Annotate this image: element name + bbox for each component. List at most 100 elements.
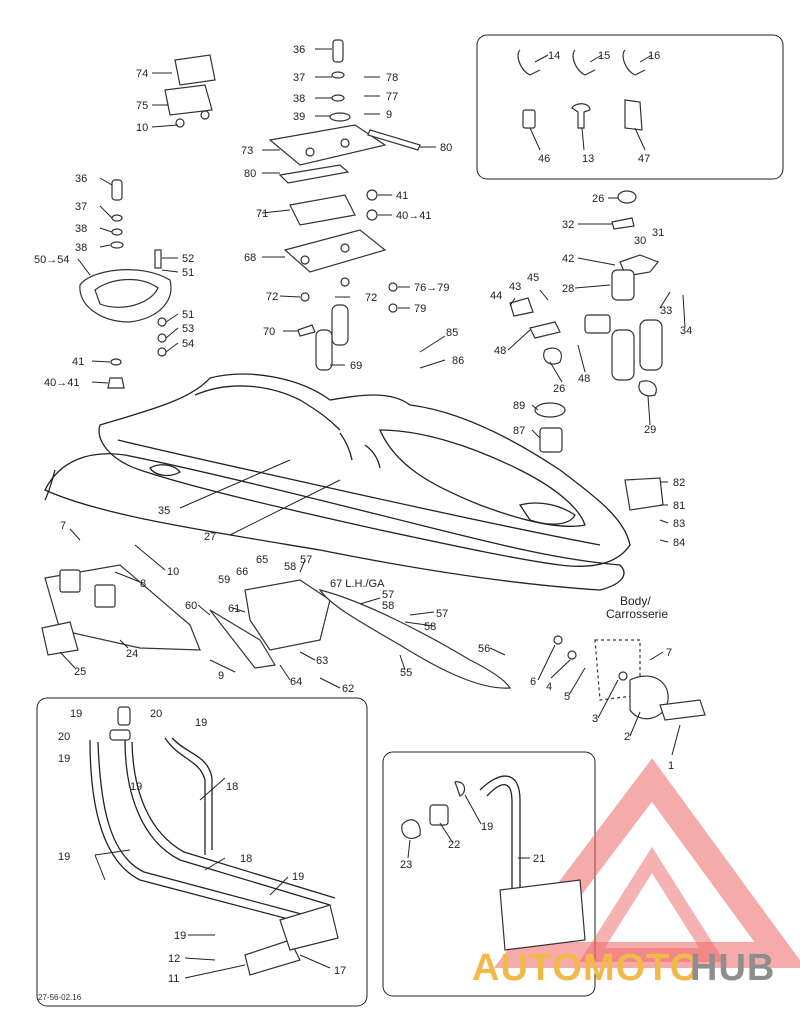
label-26-top: 26 (592, 193, 604, 205)
label-19-b: 19 (195, 717, 207, 729)
label-25: 25 (74, 666, 86, 678)
label-39: 39 (293, 111, 305, 123)
clips-parts (517, 49, 646, 131)
label-19-a: 19 (70, 708, 82, 720)
label-59: 59 (218, 574, 230, 586)
steering-cover-parts (509, 190, 664, 511)
watermark-logo (493, 758, 800, 968)
label-55: 55 (400, 667, 412, 679)
label-72-right: 72 (365, 292, 377, 304)
label-62: 62 (342, 683, 354, 695)
label-56: 56 (478, 643, 490, 655)
label-32: 32 (562, 219, 574, 231)
label-36-left: 36 (75, 173, 87, 185)
label-13: 13 (582, 153, 594, 165)
label-6: 6 (530, 676, 536, 688)
label-19-c: 19 (58, 753, 70, 765)
watermark-hub: HUB (690, 947, 775, 989)
seat-latch-assembly (164, 39, 421, 371)
label-77: 77 (386, 91, 398, 103)
label-40-41-left: 40→41 (44, 377, 79, 389)
label-41-left: 41 (72, 356, 84, 368)
label-80-right: 80 (440, 142, 452, 154)
label-20-a: 20 (150, 708, 162, 720)
label-41-top: 41 (396, 190, 408, 202)
label-24: 24 (126, 648, 138, 660)
label-carrosserie: Carrosserie (606, 607, 668, 621)
label-37-top: 37 (293, 72, 305, 84)
label-26-bottom: 26 (553, 383, 565, 395)
label-19-fuel: 19 (481, 821, 493, 833)
label-27: 27 (204, 531, 216, 543)
label-29: 29 (644, 424, 656, 436)
label-58-top: 58 (284, 561, 296, 573)
label-30: 30 (634, 235, 646, 247)
label-58-mid: 58 (382, 600, 394, 612)
label-52: 52 (182, 253, 194, 265)
label-37-left: 37 (75, 201, 87, 213)
label-67-lh: 67 L.H./GA (330, 578, 385, 590)
label-69: 69 (350, 360, 362, 372)
drawing-code: 27-56-02.16 (38, 993, 82, 1002)
label-66: 66 (236, 566, 248, 578)
label-28: 28 (562, 283, 574, 295)
label-4: 4 (546, 681, 552, 693)
label-19-d: 19 (130, 781, 142, 793)
label-11: 11 (168, 973, 179, 985)
label-body: Body/ (620, 594, 651, 608)
label-36-top: 36 (293, 44, 305, 56)
label-65: 65 (256, 554, 268, 566)
label-38-left-b: 38 (75, 242, 87, 254)
label-19-e: 19 (58, 851, 70, 863)
label-57-top: 57 (300, 554, 312, 566)
label-23: 23 (400, 859, 412, 871)
label-35: 35 (158, 505, 170, 517)
label-8: 8 (140, 578, 146, 590)
label-44: 44 (490, 290, 502, 302)
inset-clips-box (476, 34, 784, 180)
label-58-right: 58 (424, 621, 436, 633)
label-54-left: 54 (182, 338, 194, 350)
label-78: 78 (386, 72, 398, 84)
label-86: 86 (452, 355, 464, 367)
label-19-f: 19 (292, 871, 304, 883)
label-40-41-top: 40→41 (396, 210, 431, 222)
label-15: 15 (598, 50, 610, 62)
label-51-top: 51 (182, 267, 194, 279)
label-22: 22 (448, 839, 460, 851)
label-57-mid: 57 (382, 589, 394, 601)
label-10-left: 10 (167, 566, 179, 578)
side-rails (209, 579, 512, 689)
label-18-b: 18 (240, 853, 252, 865)
label-51-mid: 51 (182, 309, 194, 321)
label-38-left-a: 38 (75, 223, 87, 235)
label-64: 64 (290, 676, 302, 688)
label-1: 1 (668, 760, 674, 772)
label-85: 85 (446, 327, 458, 339)
label-57-right: 57 (436, 608, 448, 620)
label-83: 83 (673, 518, 685, 530)
grab-handle-assembly (79, 179, 172, 389)
lower-side-panel (41, 564, 201, 656)
label-45: 45 (527, 272, 539, 284)
part-labels: 36 74 75 10 37 38 39 78 77 9 73 80 80 41… (34, 44, 692, 1002)
label-10-top: 10 (136, 122, 148, 134)
watermark-text: AUTOMOTO HUB (472, 947, 775, 989)
label-48-left: 48 (494, 345, 506, 357)
label-2: 2 (624, 731, 630, 743)
label-34: 34 (680, 325, 692, 337)
label-21: 21 (533, 853, 545, 865)
label-9-top: 9 (386, 109, 392, 121)
hull-body (44, 373, 631, 591)
label-20-b: 20 (58, 731, 70, 743)
label-79: 79 (414, 303, 426, 315)
label-75: 75 (136, 100, 148, 112)
label-74: 74 (136, 68, 148, 80)
label-31: 31 (652, 227, 664, 239)
label-84: 84 (673, 537, 685, 549)
label-17: 17 (334, 965, 346, 977)
label-33: 33 (660, 305, 672, 317)
label-38-top: 38 (293, 93, 305, 105)
label-18-a: 18 (226, 781, 238, 793)
